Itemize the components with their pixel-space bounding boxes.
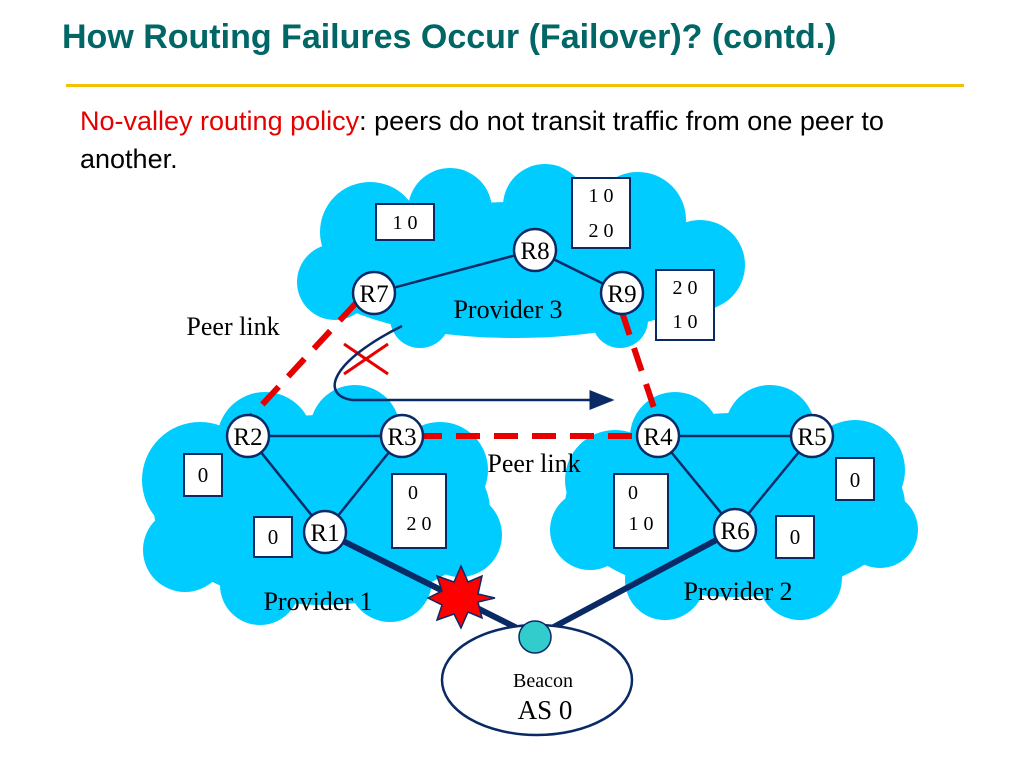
beacon-label: Beacon [513, 670, 573, 692]
link-r7-r8 [373, 248, 536, 295]
provider2-label: Provider 2 [683, 577, 792, 606]
route-table-r8: 1 0 2 0 [571, 177, 631, 249]
router-r3: R3 [379, 413, 425, 459]
provider3-label: Provider 3 [453, 295, 562, 324]
peer-link-label-middle: Peer link [487, 449, 580, 478]
route-table-r5: 0 [835, 457, 875, 501]
peer-link-label-left: Peer link [186, 312, 279, 341]
router-r1-label: R1 [310, 520, 339, 547]
router-r4-label: R4 [643, 424, 673, 451]
route-table-r3: 0 2 0 [391, 473, 447, 549]
link-r6-beacon [533, 527, 737, 640]
route-table-r1: 0 [253, 516, 293, 558]
route-table-r6: 0 [775, 515, 815, 559]
route-table-r5-line-1: 0 [850, 468, 861, 492]
peer-links [245, 300, 661, 439]
slide-title: How Routing Failures Occur (Failover)? (… [62, 18, 837, 56]
route-table-r4: 0 1 0 [613, 473, 669, 549]
route-table-r7-line-1: 1 0 [393, 212, 418, 234]
beacon-node [518, 620, 552, 654]
router-r5-label: R5 [797, 424, 826, 451]
link-r1-beacon [323, 529, 537, 640]
router-r6-label: R6 [720, 518, 749, 545]
route-table-r4-line-1: 0 [628, 482, 638, 504]
provider1-label: Provider 1 [263, 587, 372, 616]
router-r6: R6 [712, 507, 758, 553]
route-table-r3-line-2: 2 0 [407, 513, 432, 535]
router-r1: R1 [302, 509, 348, 555]
router-r2-label: R2 [233, 424, 262, 451]
router-r7-label: R7 [359, 281, 388, 308]
route-table-r2: 0 [183, 453, 223, 497]
blocked-x-mark [343, 342, 389, 376]
route-table-r9-line-1: 2 0 [673, 277, 698, 299]
customer-links [323, 527, 737, 640]
route-table-r9-line-2: 1 0 [673, 311, 698, 333]
router-r5: R5 [789, 413, 835, 459]
router-r9: R9 [599, 270, 645, 316]
policy-term: No-valley routing policy [80, 106, 360, 136]
router-r8-label: R8 [520, 238, 549, 265]
policy-explanation: : peers do not transit traffic from one … [80, 106, 884, 174]
router-r9-label: R9 [607, 281, 636, 308]
route-table-r3-line-1: 0 [408, 482, 418, 504]
route-table-r9: 2 0 1 0 [655, 269, 715, 341]
route-table-r2-line-1: 0 [198, 463, 209, 487]
router-r4: R4 [635, 413, 681, 459]
failure-star-icon [426, 564, 496, 630]
router-r8: R8 [512, 227, 558, 273]
beacon-as-label: AS 0 [518, 695, 573, 725]
router-r2: R2 [225, 413, 271, 459]
router-r7: R7 [351, 270, 397, 316]
route-table-r1-line-1: 0 [268, 525, 279, 549]
blocked-route-arrow [333, 324, 615, 410]
peer-link-r9-r4 [619, 311, 661, 421]
route-table-r8-line-1: 1 0 [589, 185, 614, 207]
policy-description: No-valley routing policy: peers do not t… [80, 102, 960, 178]
peer-link-r7-r2 [245, 300, 359, 423]
route-table-r4-line-2: 1 0 [629, 513, 654, 535]
route-table-r6-line-1: 0 [790, 525, 801, 549]
title-underline [66, 84, 964, 87]
route-table-r7: 1 0 [375, 203, 435, 241]
route-table-r8-line-2: 2 0 [589, 220, 614, 242]
router-r3-label: R3 [387, 424, 416, 451]
